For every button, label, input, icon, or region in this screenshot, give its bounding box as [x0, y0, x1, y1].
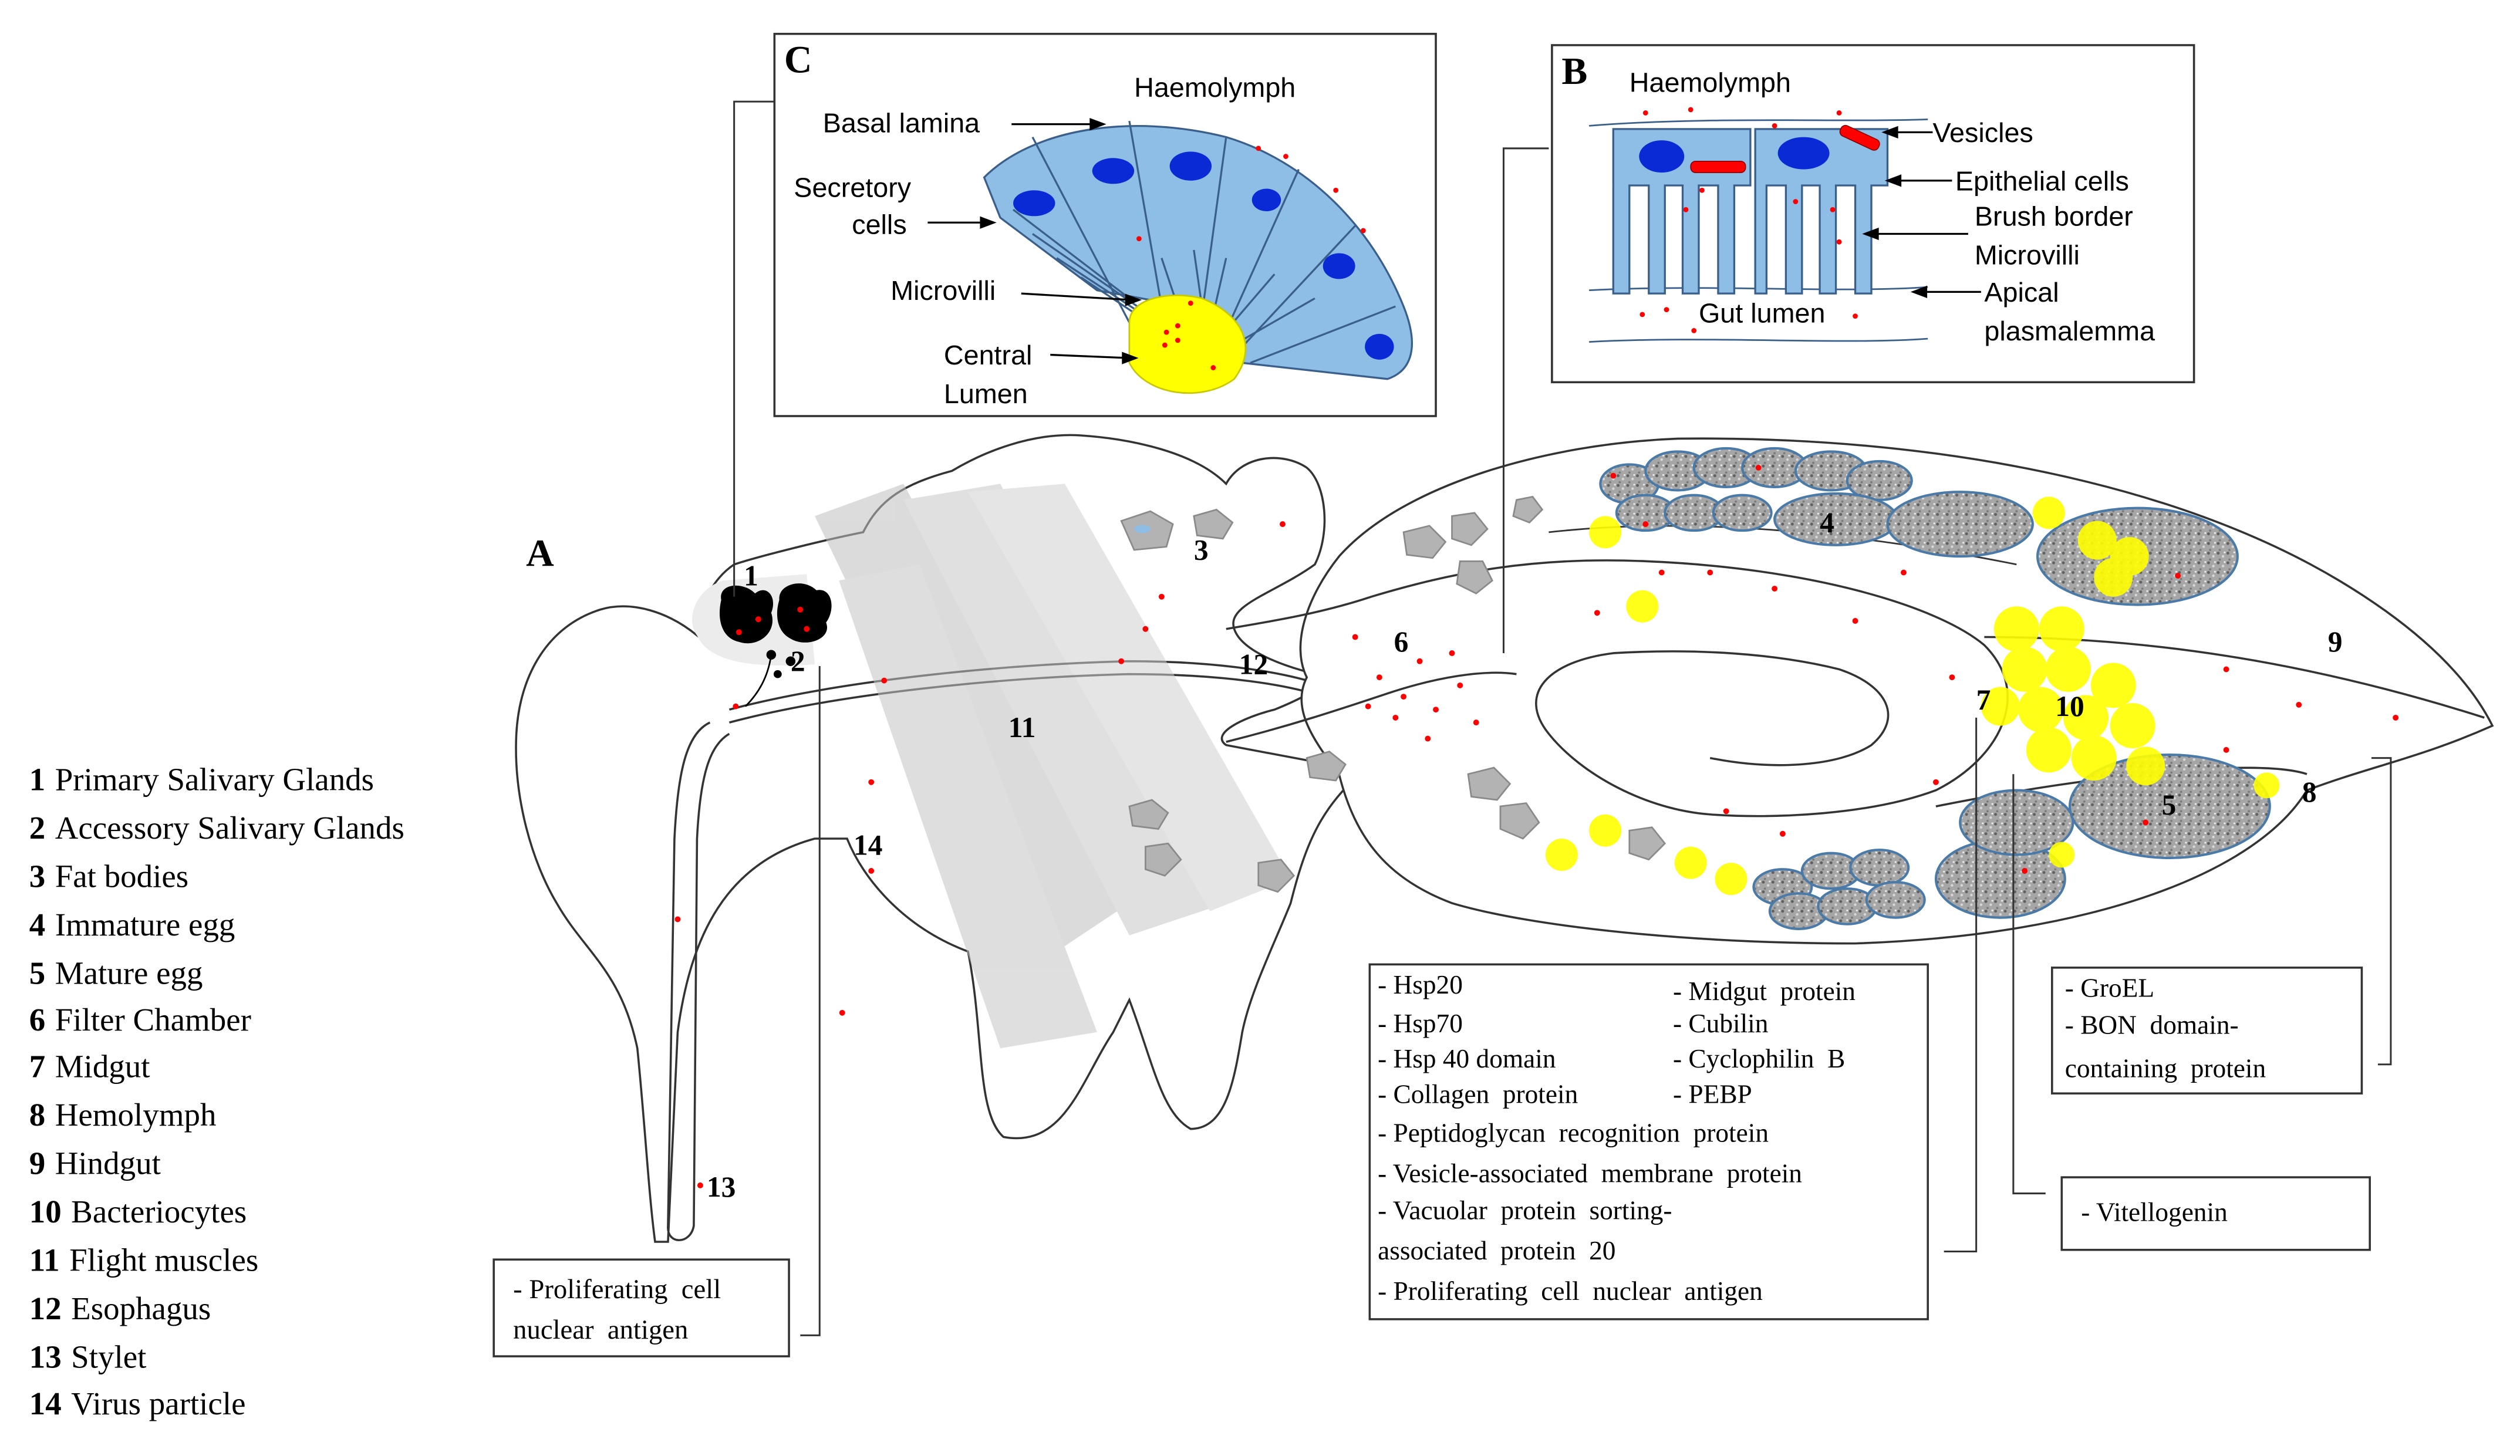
panel-a-letter: A	[526, 532, 554, 575]
label-9: 9	[2328, 626, 2343, 658]
b-vesicles-label: Vesicles	[1932, 117, 2033, 148]
panel-b-letter: B	[1561, 50, 1587, 93]
midgut-protein: - Vesicle-associated membrane protein	[1378, 1158, 1802, 1188]
nucleus	[1013, 190, 1055, 217]
label-7: 7	[1976, 684, 1991, 716]
hemolymph-protein-line3: containing protein	[2065, 1054, 2266, 1083]
salivary-protein-line2: nuclear antigen	[513, 1315, 688, 1345]
midgut-protein: - Cyclophilin B	[1673, 1044, 1845, 1073]
b-apical-label: Apical	[1984, 277, 2059, 308]
label-13: 13	[707, 1171, 736, 1203]
label-11: 11	[1008, 711, 1036, 744]
panel-c-letter: C	[784, 39, 812, 82]
central-lumen	[1128, 294, 1247, 394]
box-midgut-proteins: - Hsp20 - Hsp70 - Hsp 40 domain - Collag…	[1368, 963, 1929, 1320]
label-10: 10	[2055, 690, 2084, 722]
midgut-protein: - PEBP	[1673, 1080, 1752, 1109]
c-central-label: Central	[944, 340, 1033, 370]
c-lumen-label: Lumen	[944, 379, 1028, 409]
label-5: 5	[2162, 789, 2177, 821]
midgut-protein: - Cubilin	[1673, 1009, 1768, 1038]
midgut-protein: - Collagen protein	[1378, 1080, 1578, 1109]
egg-protein-line1: - Vitellogenin	[2081, 1197, 2227, 1227]
label-8: 8	[2302, 776, 2317, 808]
label-3: 3	[1194, 534, 1209, 566]
fat-bodies	[1120, 495, 1666, 893]
b-gut-lumen-label: Gut lumen	[1699, 298, 1825, 329]
box-hemolymph-proteins: - GroEL - BON domain- containing protein	[2051, 967, 2363, 1094]
midgut-protein: - Proliferating cell nuclear antigen	[1378, 1276, 1763, 1306]
body-number-labels: A 1 2 3 4 5 6 7 8 9 10 11 12 13 14	[526, 506, 2342, 1203]
panel-b: B Haemolymph Vesicles Epithelial	[1551, 44, 2195, 384]
connector-lines	[733, 100, 2392, 1336]
hemolymph-protein-line2: - BON domain-	[2065, 1011, 2239, 1040]
midgut-protein: - Hsp 40 domain	[1378, 1044, 1556, 1073]
secretory-cells	[983, 120, 1413, 380]
midgut-protein: - Vacuolar protein sorting-	[1378, 1196, 1672, 1225]
c-basal-lamina-label: Basal lamina	[823, 107, 980, 138]
b-epithelial-label: Epithelial cells	[1955, 165, 2129, 196]
label-12: 12	[1239, 648, 1268, 681]
midgut-protein: associated protein 20	[1378, 1236, 1615, 1265]
box-egg-proteins: - Vitellogenin	[2060, 1176, 2371, 1251]
hemolymph-protein-line1: - GroEL	[2065, 973, 2154, 1002]
virus-particles	[674, 464, 2399, 1188]
b-haemolymph-label: Haemolymph	[1630, 67, 1791, 98]
label-14: 14	[854, 829, 882, 861]
label-6: 6	[1394, 626, 1409, 658]
b-microvilli-label: Microvilli	[1975, 240, 2080, 271]
label-2: 2	[791, 645, 805, 677]
c-cells-label: cells	[852, 209, 906, 239]
b-brush-border-label: Brush border	[1975, 201, 2133, 232]
midgut-protein: - Peptidoglycan recognition protein	[1378, 1119, 1769, 1148]
label-1: 1	[744, 560, 758, 592]
c-microvilli-label: Microvilli	[890, 275, 996, 306]
c-secretory-label: Secretory	[794, 172, 912, 202]
mature-eggs	[1752, 754, 2271, 930]
b-plasmalemma-label: plasmalemma	[1984, 316, 2155, 346]
box-salivary-proteins: - Proliferating cell nuclear antigen	[492, 1258, 790, 1357]
c-haemolymph-label: Haemolymph	[1134, 72, 1296, 103]
salivary-glands	[719, 583, 832, 707]
midgut-protein: - Hsp20	[1378, 970, 1463, 999]
salivary-protein-line1: - Proliferating cell	[513, 1274, 721, 1305]
midgut-protein: - Hsp70	[1378, 1009, 1463, 1038]
label-4: 4	[1820, 506, 1834, 539]
bacteriocytes	[1545, 496, 2280, 896]
panel-c: C Haemoly	[773, 32, 1437, 417]
midgut-protein: - Midgut protein	[1673, 977, 1856, 1006]
